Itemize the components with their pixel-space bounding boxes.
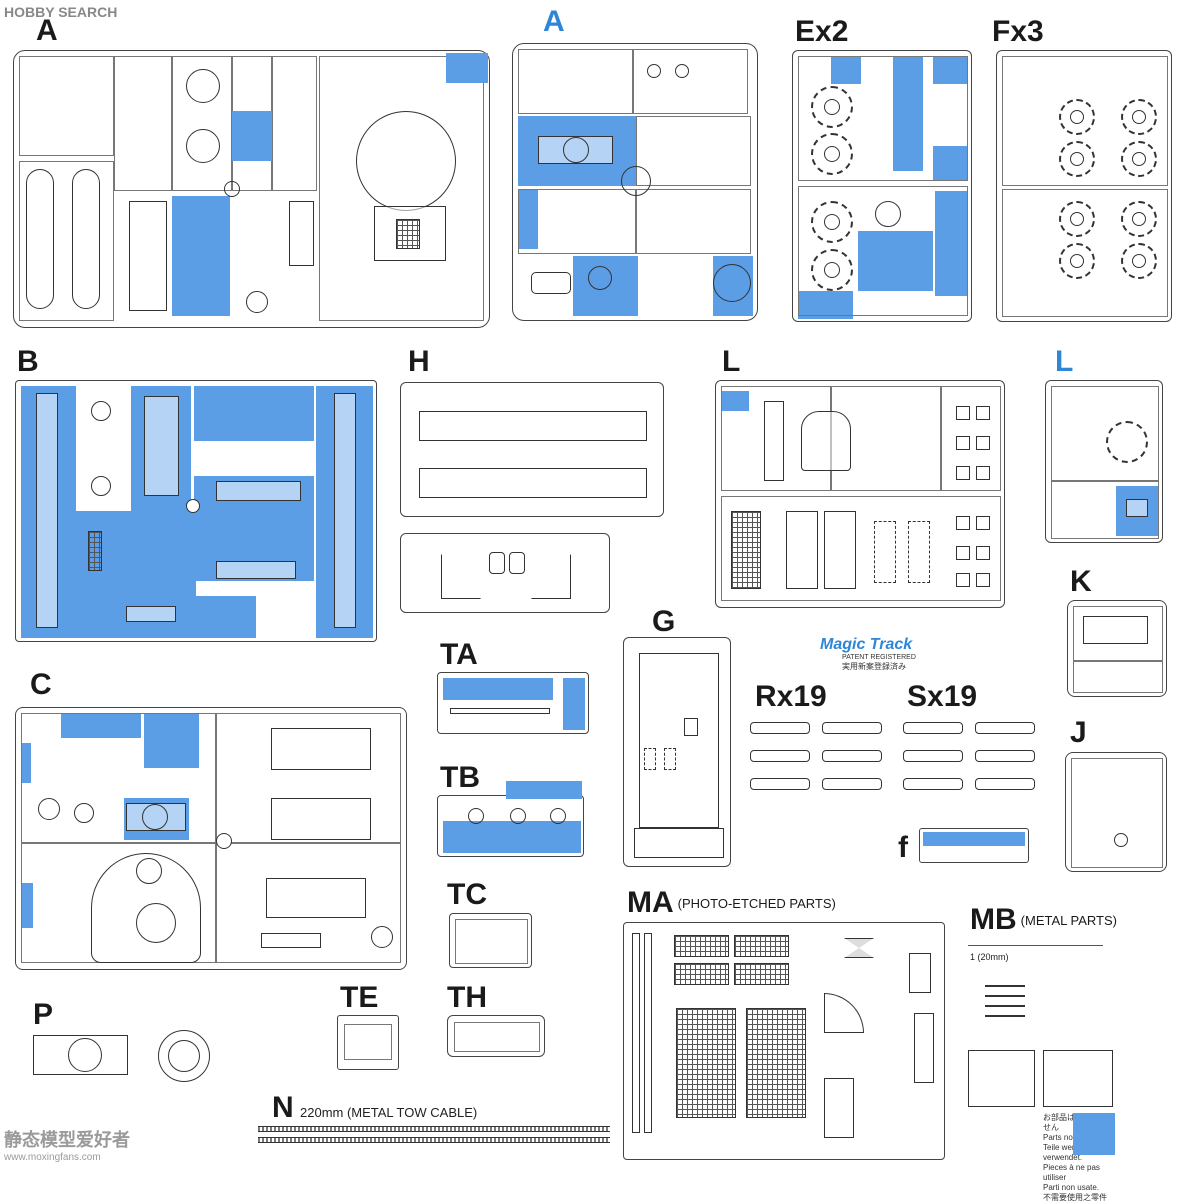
metal-plate-left: [968, 1050, 1035, 1107]
label-sprue-th: TH: [447, 981, 487, 1014]
warning-fr: Pieces à ne pas utiliser: [1043, 1163, 1100, 1182]
sprue-k: [1067, 600, 1167, 697]
label-sprue-te: TE: [340, 981, 379, 1014]
label-metal-mb-text: MB: [970, 903, 1017, 936]
sprue-h-top: [400, 382, 664, 517]
sprue-g: [623, 637, 731, 867]
metal-rods: [985, 985, 1030, 1025]
label-sprue-k: K: [1070, 565, 1092, 598]
label-sprue-p: P: [33, 998, 54, 1031]
watermark-text: HOBBY SEARCH: [4, 4, 118, 20]
sprue-fx3: [996, 50, 1172, 322]
tow-cable-1: [258, 1126, 610, 1132]
label-metal-mb-note: (METAL PARTS): [1020, 913, 1117, 929]
label-sprue-b: B: [17, 345, 39, 378]
label-sprue-a: A: [36, 14, 58, 47]
label-sprue-f: f: [898, 831, 908, 864]
tow-cable-2: [258, 1137, 610, 1143]
track-links-sx19: [903, 722, 1043, 802]
sprue-f: [919, 828, 1029, 863]
sprue-tb: [437, 781, 584, 857]
label-sprue-ex2: Ex2: [795, 15, 849, 48]
label-pe-ma-note: (PHOTO-ETCHED PARTS): [677, 896, 836, 912]
label-sprue-a-blue: A: [543, 5, 565, 38]
track-links-rx19: [750, 722, 890, 802]
magic-track-logo: Magic Track PATENT REGISTERED 実用新案登録済み: [820, 636, 940, 672]
label-sprue-l-blue: L: [1055, 345, 1074, 378]
label-cable-n: N: [272, 1091, 294, 1124]
watermark-bottom-url: www.moxingfans.com: [4, 1152, 101, 1163]
label-track-rx19: Rx19: [755, 680, 827, 713]
metal-plate-right: [1043, 1050, 1113, 1107]
watermark-bottom: 静态模型爱好者 www.moxingfans.com: [4, 1126, 130, 1163]
label-sprue-c: C: [30, 668, 52, 701]
label-sprue-tb: TB: [440, 761, 480, 794]
magic-track-patent: PATENT REGISTERED: [842, 654, 916, 661]
watermark-logo: HOBBY SEARCH: [4, 4, 117, 20]
sprue-te: [337, 1015, 399, 1070]
label-metal-mb: MB(METAL PARTS): [970, 905, 1117, 936]
label-sprue-l: L: [722, 345, 741, 378]
sprue-b: [15, 380, 377, 642]
watermark-bottom-text: 静态模型爱好者: [4, 1130, 130, 1150]
sprue-l-blue: [1045, 380, 1163, 543]
sprue-tc: [449, 913, 532, 968]
label-pe-ma: MA(PHOTO-ETCHED PARTS): [627, 888, 836, 919]
label-pe-ma-text: MA: [627, 886, 674, 919]
magic-track-jp: 実用新案登録済み: [842, 662, 906, 671]
mb-item-label: 1 (20mm): [970, 952, 1009, 962]
sprue-l: [715, 380, 1005, 608]
label-sprue-g: G: [652, 605, 676, 638]
warning-swatch: [1073, 1113, 1115, 1155]
label-sprue-j: J: [1070, 716, 1087, 749]
photo-etched-fret-ma: [623, 922, 945, 1160]
sprue-ta: [437, 672, 589, 734]
sprue-h-bottom: [400, 533, 610, 613]
label-sprue-h: H: [408, 345, 430, 378]
sprue-ex2: [792, 50, 972, 322]
label-sprue-fx3: Fx3: [992, 15, 1044, 48]
sprue-th: [447, 1015, 545, 1057]
label-cable-n-note: 220mm (METAL TOW CABLE): [300, 1105, 478, 1120]
label-sprue-ta: TA: [440, 638, 478, 671]
warning-cn: 不需要使用之零件: [1043, 1193, 1107, 1202]
sprue-c: [15, 707, 407, 970]
warning-it: Parti non usate.: [1043, 1183, 1100, 1192]
sprue-a-blue: [512, 43, 758, 321]
magic-track-logo-text: Magic Track: [820, 636, 913, 653]
mb-line: [968, 945, 1103, 946]
sprue-p: [33, 1030, 223, 1090]
label-track-sx19: Sx19: [907, 680, 978, 713]
sprue-a-left: [13, 50, 490, 328]
sprue-j: [1065, 752, 1167, 872]
label-sprue-tc: TC: [447, 878, 487, 911]
